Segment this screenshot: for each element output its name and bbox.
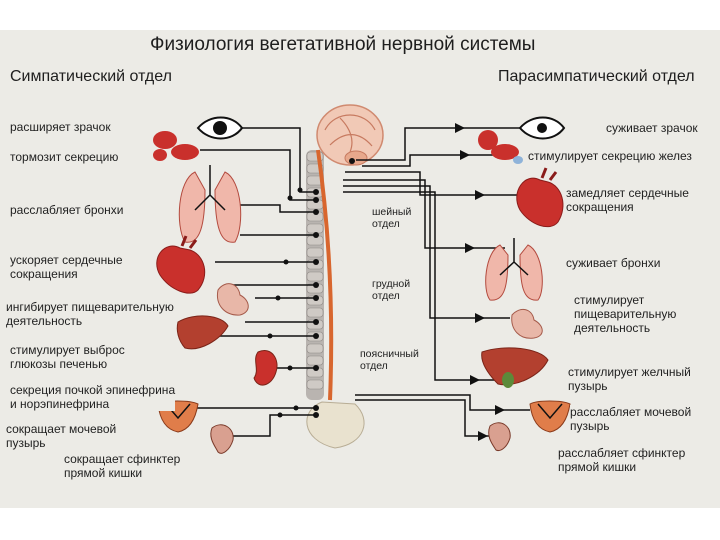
left-eye-icon [196, 116, 244, 140]
stomach-right-icon [511, 308, 543, 339]
para-effect-sphincter: расслабляет сфинктер прямой кишки [558, 446, 686, 474]
para-effect-glands: стимулирует секрецию желез [528, 149, 692, 163]
heart-right-icon [516, 167, 564, 228]
spine-section-thoracic: грудной отдел [372, 278, 411, 302]
sym-effect-pupil: расширяет зрачок [10, 120, 111, 134]
bladder-right-icon [529, 400, 571, 433]
spine-graphic [306, 104, 384, 449]
sym-effect-bladder: сокращает мочевой пузырь [6, 422, 117, 450]
sym-effect-sphincter: сокращает сфинктер прямой кишки [64, 452, 181, 480]
sym-effect-glucose: стимулирует выброс глюкозы печенью [10, 343, 125, 371]
stomach-left-icon [216, 283, 249, 316]
rectum-left-icon [210, 424, 234, 454]
para-effect-bladder: расслабляет мочевой пузырь [570, 405, 692, 433]
parasympathetic-ganglia [455, 123, 505, 441]
lungs-right-icon [485, 238, 543, 301]
liver-left-icon [176, 315, 229, 350]
sym-effect-digestion: ингибирует пищеварительную деятельность [6, 300, 174, 328]
parasympathetic-header: Парасимпатический отдел [498, 68, 695, 85]
spine-section-cervical: шейный отдел [372, 206, 412, 230]
para-effect-gallbladder: стимулирует желчный пузырь [568, 365, 691, 393]
para-effect-heart: замедляет сердечные сокращения [566, 186, 689, 214]
sympathetic-ganglia [267, 187, 319, 418]
right-eye-icon [518, 116, 566, 140]
spine-section-lumbar: поясничный отдел [360, 348, 419, 372]
rectum-right-icon [488, 422, 511, 451]
sympathetic-header: Симпатический отдел [10, 68, 172, 85]
liver-right-icon [481, 347, 549, 388]
para-effect-bronchi: суживает бронхи [566, 256, 661, 270]
salivary-gland-left-icon [153, 131, 199, 161]
kidney-left-icon [253, 350, 278, 386]
para-effect-pupil: суживает зрачок [606, 121, 698, 135]
heart-left-icon [156, 235, 206, 294]
salivary-gland-right-icon [478, 130, 523, 164]
sym-effect-secretion: тормозит секрецию [10, 150, 119, 164]
sym-effect-heart: ускоряет сердечные сокращения [10, 253, 123, 281]
sym-effect-bronchi: расслабляет бронхи [10, 203, 124, 217]
parasympathetic-pathways [343, 127, 530, 437]
para-effect-digestion: стимулирует пищеварительную деятельность [574, 293, 677, 335]
page-title: Физиология вегетативной нервной системы [150, 34, 536, 55]
sympathetic-pathways [185, 127, 316, 437]
lungs-left-icon [178, 165, 242, 243]
sym-effect-adrenal: секреция почкой эпинефрина и норэпинефри… [10, 383, 176, 411]
